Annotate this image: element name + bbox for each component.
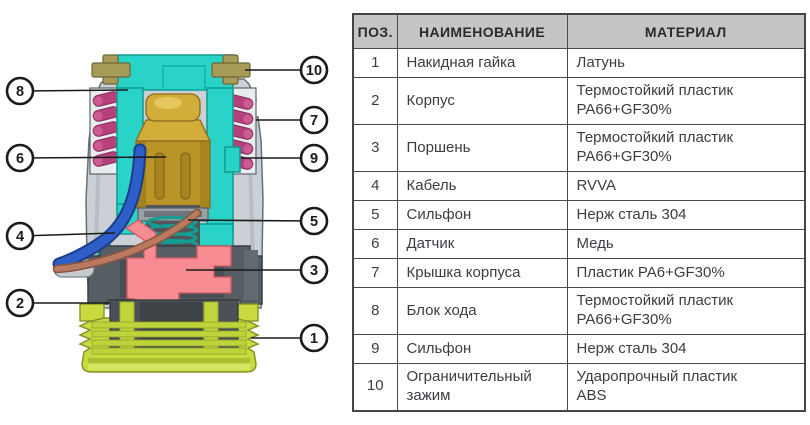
table-cell-pos: 10 [352,363,398,411]
callout-circle [299,323,329,353]
table-cell-pos: 1 [352,48,398,78]
header-name: НАИМЕНОВАНИЕ [396,13,568,49]
callout-circle [299,206,329,236]
table-cell-material: Медь [566,229,806,259]
header-pos: ПОЗ. [352,13,398,49]
callout-circle [5,76,35,106]
table-cell-pos: 3 [352,124,398,172]
table-cell-name: Блок хода [396,287,568,335]
table-cell-name: Поршень [396,124,568,172]
callout-number: 8 [16,84,24,100]
housing-panel-right [244,250,258,300]
callout-number: 3 [310,263,318,279]
table-cell-material: Латунь [566,48,806,78]
table-cell-name: Кабель [396,171,568,201]
callout-circle [5,288,35,318]
table-cell-material: Ударопрочный пластик ABS [566,363,806,411]
table-cell-pos: 9 [352,334,398,364]
callout-circle [299,255,329,285]
table-cell-pos: 8 [352,287,398,335]
table-cell-material: Термостойкий пластик PA66+GF30% [566,77,806,125]
callout-9: 9 [241,143,329,173]
callout-10: 10 [245,55,329,85]
table-cell-material: RVVA [566,171,806,201]
table-cell-material: Пластик PA6+GF30% [566,258,806,288]
callout-5: 5 [187,206,329,236]
callout-3: 3 [186,255,329,285]
callout-line [187,219,315,222]
callout-2: 2 [5,288,110,318]
table-cell-pos: 7 [352,258,398,288]
callout-8: 8 [5,76,129,106]
actuator-cutaway-diagram: 1 2 3 4 5 6 7 8 9 10 [0,0,350,420]
sensor [134,93,212,209]
callout-number: 2 [16,296,24,312]
wire-blue [54,145,145,269]
callout-number: 5 [310,214,318,230]
callout-line [19,156,167,159]
callout-circle [299,105,329,135]
union-nut [78,299,260,373]
header-material: МАТЕРИАЛ [566,13,806,49]
table-cell-pos: 4 [352,171,398,201]
callout-circle [299,143,329,173]
callout-circle [5,143,35,173]
callout-number: 4 [16,229,24,245]
table-cell-name: Сильфон [396,334,568,364]
callout-number: 9 [310,151,318,167]
callout-6: 6 [5,143,167,173]
callout-7: 7 [256,105,329,135]
table-cell-pos: 2 [352,77,398,125]
callout-1: 1 [251,323,329,353]
table-cell-material: Термостойкий пластик PA66+GF30% [566,287,806,335]
table-cell-pos: 6 [352,229,398,259]
table-cell-name: Крышка корпуса [396,258,568,288]
table-header-row: ПОЗ. НАИМЕНОВАНИЕ МАТЕРИАЛ [352,13,806,49]
callout-number: 10 [306,63,322,79]
callout-number: 6 [16,151,24,167]
table-cell-material: Термостойкий пластик PA66+GF30% [566,124,806,172]
callout-number: 7 [310,113,318,129]
table-cell-name: Накидная гайка [396,48,568,78]
callout-4: 4 [5,221,116,251]
callout-circle [299,55,329,85]
callout-number: 1 [310,331,318,347]
table-cell-material: Нерж сталь 304 [566,200,806,230]
wire-copper [54,210,200,272]
table-cell-pos: 5 [352,200,398,230]
table-cell-name: Датчик [396,229,568,259]
table-cell-name: Ограничительный зажим [396,363,568,411]
callout-line [19,89,129,92]
limit-clip-right [211,54,251,85]
table-cell-material: Нерж сталь 304 [566,334,806,364]
cable-wires [52,143,202,274]
table-cell-name: Корпус [396,77,568,125]
callout-line [19,232,116,237]
limit-clip-left [91,54,131,85]
table-cell-name: Сильфон [396,200,568,230]
spring-left [92,91,120,167]
callout-circle [5,221,35,251]
diagram-svg: 1 2 3 4 5 6 7 8 9 10 [5,54,329,373]
